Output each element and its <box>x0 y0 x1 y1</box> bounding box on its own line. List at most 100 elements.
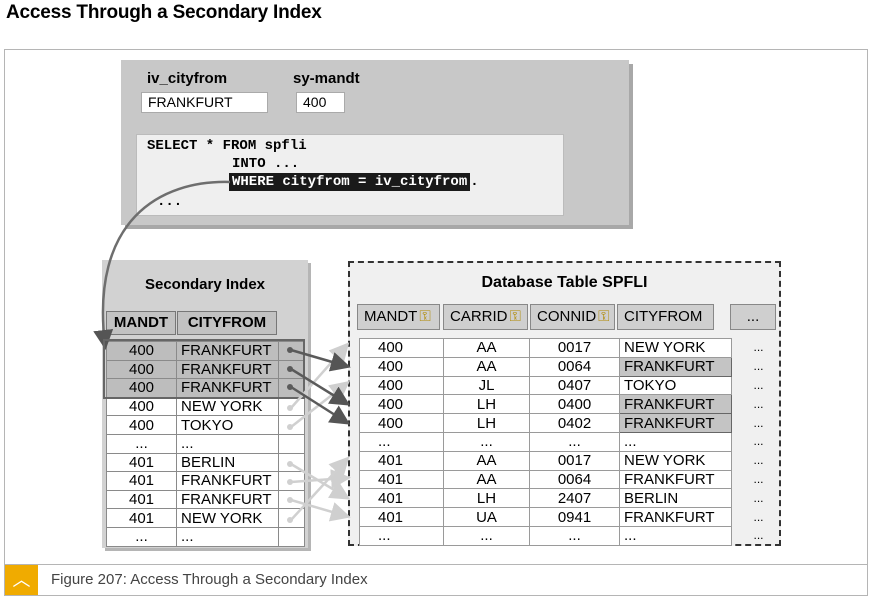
db-connid-cell: 0017 <box>529 338 620 358</box>
match-connector <box>290 348 351 372</box>
code-line-ellipsis: ... <box>157 194 183 210</box>
db-mandt-cell: 400 <box>359 413 444 433</box>
db-connid-cell: 2407 <box>529 488 620 509</box>
db-more-cell: ... <box>753 415 764 430</box>
db-connid-cell: 0407 <box>529 375 620 396</box>
secondary-index-header-mandt: MANDT <box>106 311 176 335</box>
chevron-up-icon[interactable]: ︿ <box>5 565 38 595</box>
match-connector <box>290 385 351 425</box>
secondary-index-row: ...... <box>106 526 305 547</box>
db-header-mandt: MANDT⚿ <box>357 304 440 330</box>
index-mandt-cell: 400 <box>106 341 177 361</box>
match-connector <box>290 367 351 406</box>
code-line-where: WHERE cityfrom = iv_cityfrom. <box>229 173 479 191</box>
db-cityfrom-cell: ... <box>619 431 732 452</box>
db-more-cell: ... <box>753 453 764 468</box>
variable-label-cityfrom: iv_cityfrom <box>147 70 228 87</box>
key-icon: ⚿ <box>419 308 431 325</box>
db-cityfrom-cell: BERLIN <box>619 488 732 509</box>
db-mandt-cell: 401 <box>359 469 444 490</box>
key-icon: ⚿ <box>509 308 521 325</box>
db-header-mandt-label: MANDT <box>364 308 418 325</box>
faint-connector <box>290 469 351 490</box>
index-mandt-cell: ... <box>106 433 177 454</box>
db-mandt-cell: ... <box>359 525 444 546</box>
db-header-carrid-label: CARRID <box>450 308 508 325</box>
db-mandt-cell: ... <box>359 431 444 452</box>
db-carrid-cell: JL <box>443 375 530 396</box>
index-cityfrom-cell: FRANKFURT <box>176 471 279 491</box>
database-table-title: Database Table SPFLI <box>481 274 648 291</box>
db-more-cell: ... <box>753 434 764 449</box>
index-mandt-cell: 400 <box>106 359 177 380</box>
db-carrid-cell: AA <box>443 469 530 490</box>
db-carrid-cell: UA <box>443 507 530 527</box>
db-mandt-cell: 400 <box>359 338 444 358</box>
db-header-carrid: CARRID⚿ <box>443 304 528 330</box>
db-more-cell: ... <box>753 528 764 543</box>
db-header-cityfrom: CITYFROM <box>617 304 714 330</box>
index-mandt-cell: 401 <box>106 489 177 510</box>
db-mandt-cell: 400 <box>359 356 444 377</box>
db-cityfrom-cell: FRANKFURT <box>619 356 732 377</box>
code-line-period: . <box>470 174 479 190</box>
index-cityfrom-cell: FRANKFURT <box>176 378 279 398</box>
db-more-cell: ... <box>753 490 764 505</box>
index-cityfrom-cell: NEW YORK <box>176 396 279 417</box>
index-cityfrom-cell: TOKYO <box>176 415 279 435</box>
db-connid-cell: 0064 <box>529 356 620 377</box>
db-cityfrom-cell: NEW YORK <box>619 450 732 471</box>
index-mandt-cell: ... <box>106 526 177 547</box>
db-more-cell: ... <box>753 359 764 374</box>
db-connid-cell: 0941 <box>529 507 620 527</box>
db-header-more: ... <box>730 304 776 330</box>
db-carrid-cell: LH <box>443 488 530 509</box>
index-match-box <box>103 339 305 399</box>
index-mandt-cell: 400 <box>106 378 177 398</box>
db-cityfrom-cell: NEW YORK <box>619 338 732 358</box>
where-to-index-arrow <box>93 180 231 350</box>
faint-connector <box>290 498 351 522</box>
db-carrid-cell: AA <box>443 338 530 358</box>
db-cityfrom-cell: TOKYO <box>619 375 732 396</box>
db-header-connid-label: CONNID <box>537 308 597 325</box>
secondary-index-row: ...... <box>106 433 305 454</box>
where-clause-highlight: WHERE cityfrom = iv_cityfrom <box>229 173 471 191</box>
db-mandt-cell: 400 <box>359 375 444 396</box>
db-connid-cell: ... <box>529 525 620 546</box>
db-more-cell: ... <box>753 377 764 392</box>
code-line-into: INTO ... <box>232 156 300 172</box>
figure-caption: Figure 207: Access Through a Secondary I… <box>51 571 368 588</box>
index-cityfrom-cell: ... <box>176 526 279 547</box>
db-cityfrom-cell: FRANKFURT <box>619 469 732 490</box>
db-more-cell: ... <box>753 509 764 524</box>
db-more-cell: ... <box>753 396 764 411</box>
index-cityfrom-cell: BERLIN <box>176 452 279 473</box>
secondary-index-title: Secondary Index <box>144 276 266 293</box>
index-pointer-cell <box>278 526 305 547</box>
index-mandt-cell: 401 <box>106 452 177 473</box>
db-mandt-cell: 400 <box>359 394 444 415</box>
db-more-cell: ... <box>753 471 764 486</box>
page-title: Access Through a Secondary Index <box>6 2 322 23</box>
variable-value-cityfrom: FRANKFURT <box>141 92 268 113</box>
variable-label-mandt: sy-mandt <box>293 70 360 87</box>
faint-connector <box>290 456 350 521</box>
db-cityfrom-cell: FRANKFURT <box>619 394 732 415</box>
code-box: SELECT * FROM spfli INTO ... WHERE cityf… <box>136 134 564 216</box>
index-cityfrom-cell: NEW YORK <box>176 508 279 528</box>
db-mandt-cell: 401 <box>359 507 444 527</box>
code-line-select: SELECT * FROM spfli <box>147 138 307 154</box>
index-mandt-cell: 400 <box>106 415 177 435</box>
